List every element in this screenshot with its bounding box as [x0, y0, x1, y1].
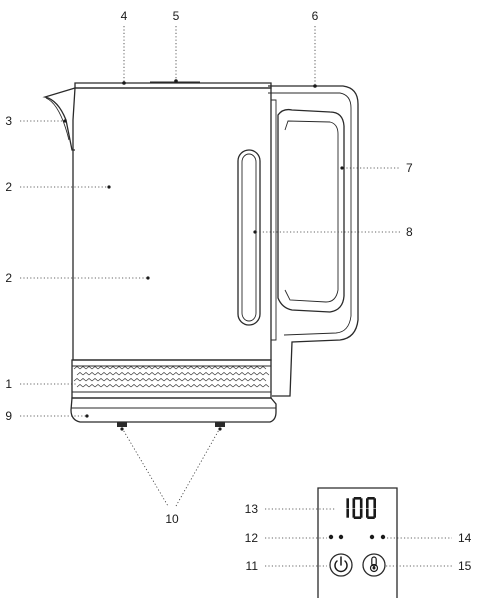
display-segment — [346, 498, 349, 508]
grille-pattern — [73, 366, 270, 388]
power-icon — [334, 556, 348, 573]
handle-inner-rim — [268, 92, 352, 336]
callout-12: 12 — [245, 531, 259, 545]
callout-11: 11 — [246, 559, 259, 573]
display-segment — [373, 498, 376, 508]
temperature-display — [346, 497, 376, 519]
display-segment — [353, 516, 362, 519]
callout-13: 13 — [245, 502, 259, 516]
control-panel — [317, 487, 398, 598]
callout-3: 3 — [5, 114, 12, 128]
indicator-light-right-b — [380, 534, 386, 540]
display-segment — [346, 508, 349, 518]
callout-2-lower: 2 — [5, 271, 12, 285]
callout-7: 7 — [406, 161, 413, 175]
kettle-body — [72, 87, 272, 361]
display-segment — [353, 497, 362, 500]
spout — [42, 87, 76, 151]
power-base — [70, 397, 277, 423]
display-segment — [352, 498, 356, 508]
display-segment — [366, 498, 369, 508]
indicator-light-left-a — [328, 534, 334, 540]
display-segment — [366, 508, 369, 518]
thermometer-icon — [369, 556, 379, 573]
indicator-light-right-a — [369, 534, 375, 540]
callout-6: 6 — [312, 9, 319, 23]
display-segment — [352, 508, 356, 518]
callout-10: 10 — [165, 512, 179, 526]
callout-4: 4 — [121, 9, 128, 23]
display-segment — [359, 498, 363, 508]
foot-left — [117, 422, 127, 427]
handle-outer — [268, 85, 359, 397]
display-segment — [367, 516, 375, 519]
lid — [74, 82, 272, 89]
callout-15: 15 — [458, 559, 472, 573]
foot-right — [215, 422, 225, 427]
callout-5: 5 — [173, 9, 180, 23]
callout-8: 8 — [406, 225, 413, 239]
display-segment — [373, 508, 376, 518]
handle-grip-opening — [277, 108, 345, 313]
display-segment — [359, 508, 363, 518]
callout-1: 1 — [5, 377, 12, 391]
control-panel-outline — [317, 487, 398, 598]
indicator-light-left-b — [338, 534, 344, 540]
power-button[interactable] — [329, 553, 353, 577]
callout-9-label: 9 — [5, 409, 12, 423]
water-level-window — [237, 149, 261, 326]
callouts: 1 2 2 3 4 5 6 7 8 — [5, 9, 471, 573]
kettle — [42, 81, 359, 427]
callout-14: 14 — [458, 531, 472, 545]
display-segment — [367, 497, 375, 500]
temperature-button[interactable] — [362, 553, 386, 577]
callout-2-upper: 2 — [5, 180, 12, 194]
